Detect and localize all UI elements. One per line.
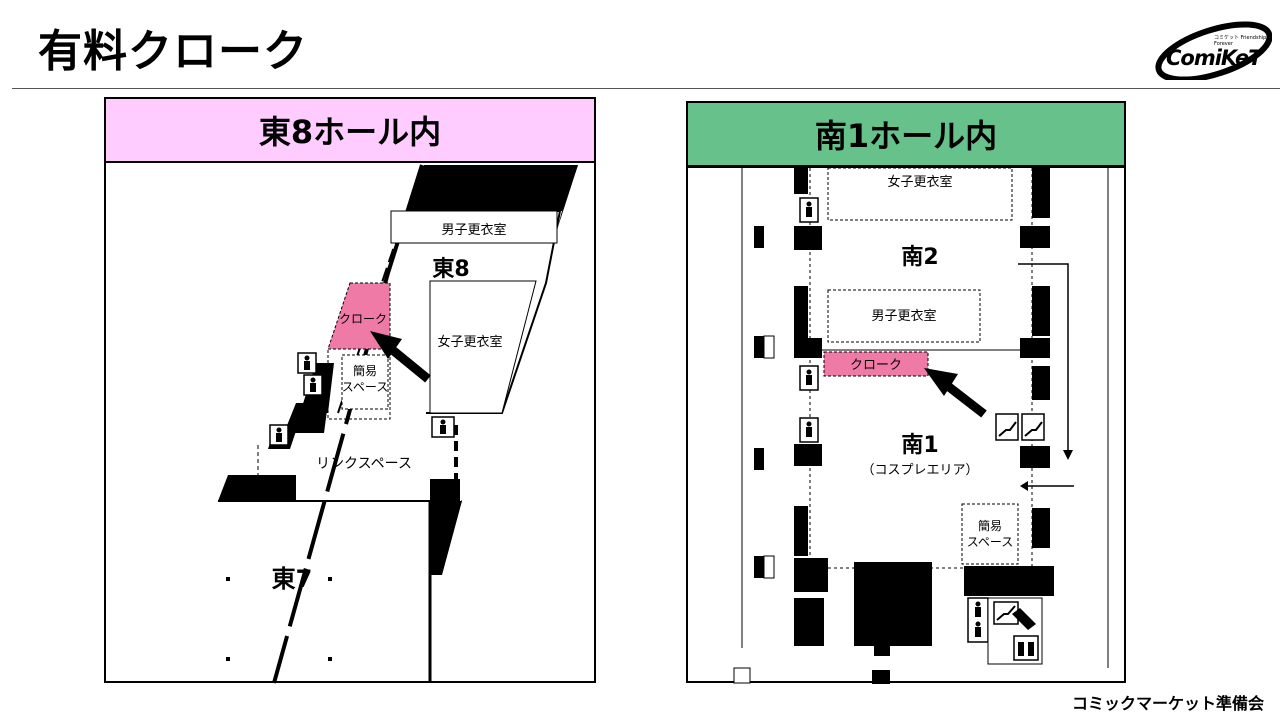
east-wall-block xyxy=(430,501,462,575)
south-wall-block xyxy=(794,558,828,592)
east-simple-space-line: 簡易 xyxy=(353,363,377,378)
south1-subtitle: （コスプレエリア） xyxy=(861,463,978,478)
toilet-icon xyxy=(799,365,819,391)
south-wall-block xyxy=(794,444,822,466)
south-cloakroom xyxy=(823,351,929,377)
south-simple-space xyxy=(961,503,1019,565)
south-mens-room xyxy=(827,289,981,343)
south-pillar xyxy=(733,667,751,684)
escalator-icon xyxy=(1021,413,1045,441)
east-mens-room xyxy=(390,210,558,244)
east-aux-area xyxy=(327,348,391,420)
east7-column xyxy=(226,657,230,661)
south-simple-space-label: 簡易スペース xyxy=(967,518,1014,549)
east7-column xyxy=(226,577,230,581)
south-wall-block xyxy=(1020,446,1050,468)
south-hall-floor-plan: 女子更衣室 南2 男子更衣室 クローク 南1 （コスプレエリア） 簡易スペース xyxy=(733,168,1109,684)
south-pillar xyxy=(754,336,764,358)
south-wall-block xyxy=(794,226,822,250)
organization-name: コミックマーケット準備会 xyxy=(1071,694,1264,713)
south-hall-map: 女子更衣室 南2 男子更衣室 クローク 南1 （コスプレエリア） 簡易スペース xyxy=(686,166,1126,684)
south-wall-block xyxy=(1032,366,1050,400)
south-womens-room-label: 女子更衣室 xyxy=(887,174,952,190)
south-wall-block xyxy=(1032,508,1050,548)
east-wall-block xyxy=(218,475,296,501)
escalator-icon xyxy=(995,413,1019,441)
east7-label: 東7 xyxy=(272,565,313,593)
logo-subtitle: コミケット Friendship Forever xyxy=(1214,35,1267,47)
south-pillar xyxy=(763,335,775,359)
east-mens-room-label: 男子更衣室 xyxy=(441,222,506,238)
south-wall-block xyxy=(874,646,890,656)
toilet-icon xyxy=(431,416,455,438)
east-simple-space xyxy=(341,354,389,410)
south1-label: 南1 xyxy=(901,433,938,458)
east7-column xyxy=(328,657,332,661)
south-pillar xyxy=(754,556,764,578)
east-arrow-icon xyxy=(370,331,431,383)
south-womens-room xyxy=(827,168,1013,221)
east-womens-room-label: 女子更衣室 xyxy=(437,334,502,350)
east-hall-header: 東8ホール内 xyxy=(104,97,596,163)
title-rule xyxy=(12,88,1280,89)
east-wall-block xyxy=(406,165,578,211)
south2-label: 南2 xyxy=(901,245,938,270)
south-hall-header: 南1ホール内 xyxy=(686,101,1126,167)
south-wall-block xyxy=(1012,608,1036,630)
south-wall-block xyxy=(794,506,808,556)
east-wall-block xyxy=(430,479,460,501)
east-hall-map: 男子更衣室 東8 女子更衣室 クローク 簡易スペース xyxy=(104,161,596,684)
south-wall-block xyxy=(794,598,824,646)
south-arrow-icon xyxy=(924,368,987,418)
south-wall-block xyxy=(1032,286,1050,336)
east-simple-space-line: スペース xyxy=(342,380,389,394)
east-simple-space-label: 簡易スペース xyxy=(342,363,389,394)
logo-name: ComiKeT xyxy=(1166,46,1263,70)
south-pillar xyxy=(763,555,775,579)
toilet-icon xyxy=(297,352,317,374)
south-wall-block xyxy=(794,286,808,340)
south-pillar xyxy=(754,448,764,470)
east-cloakroom-label: クローク xyxy=(339,312,387,326)
comiket-logo: コミケット Friendship Forever ComiKeT xyxy=(1152,10,1273,83)
south-mens-room-label: 男子更衣室 xyxy=(871,308,936,324)
toilet-icon xyxy=(799,197,819,223)
south-cloakroom-label: クローク xyxy=(850,358,902,373)
south-wall-block xyxy=(854,562,932,646)
south-wall-block xyxy=(794,338,822,358)
east-wall-block xyxy=(556,165,578,233)
south-wall-block xyxy=(872,670,890,684)
page-title: 有料クローク xyxy=(38,26,308,77)
south-flow-arrow-icon xyxy=(1020,481,1074,491)
south-wall-block xyxy=(1032,168,1050,218)
east-link-space-label: リンクスペース xyxy=(316,456,412,472)
elevator-icon xyxy=(1013,635,1039,661)
toilet-icon xyxy=(967,597,989,643)
toilet-icon xyxy=(303,374,323,396)
logo-swoosh-icon xyxy=(1155,21,1273,83)
south-pillar xyxy=(754,226,764,248)
south-wall-block xyxy=(1020,226,1050,248)
toilet-icon xyxy=(799,417,819,443)
south-flow-arrow-icon xyxy=(1018,263,1073,460)
east-hall-floor-plan: 男子更衣室 東8 女子更衣室 クローク 簡易スペース xyxy=(218,164,578,684)
toilet-icon xyxy=(269,424,289,446)
south-simple-space-line: 簡易 xyxy=(978,518,1002,533)
east8-label: 東8 xyxy=(432,257,469,282)
south-wall-block xyxy=(794,168,808,194)
east7-column xyxy=(328,577,332,581)
south-wall-block xyxy=(964,566,1054,596)
south-simple-space-line: スペース xyxy=(967,535,1014,549)
east-womens-room xyxy=(429,280,537,414)
south-wall-block xyxy=(1020,338,1050,358)
